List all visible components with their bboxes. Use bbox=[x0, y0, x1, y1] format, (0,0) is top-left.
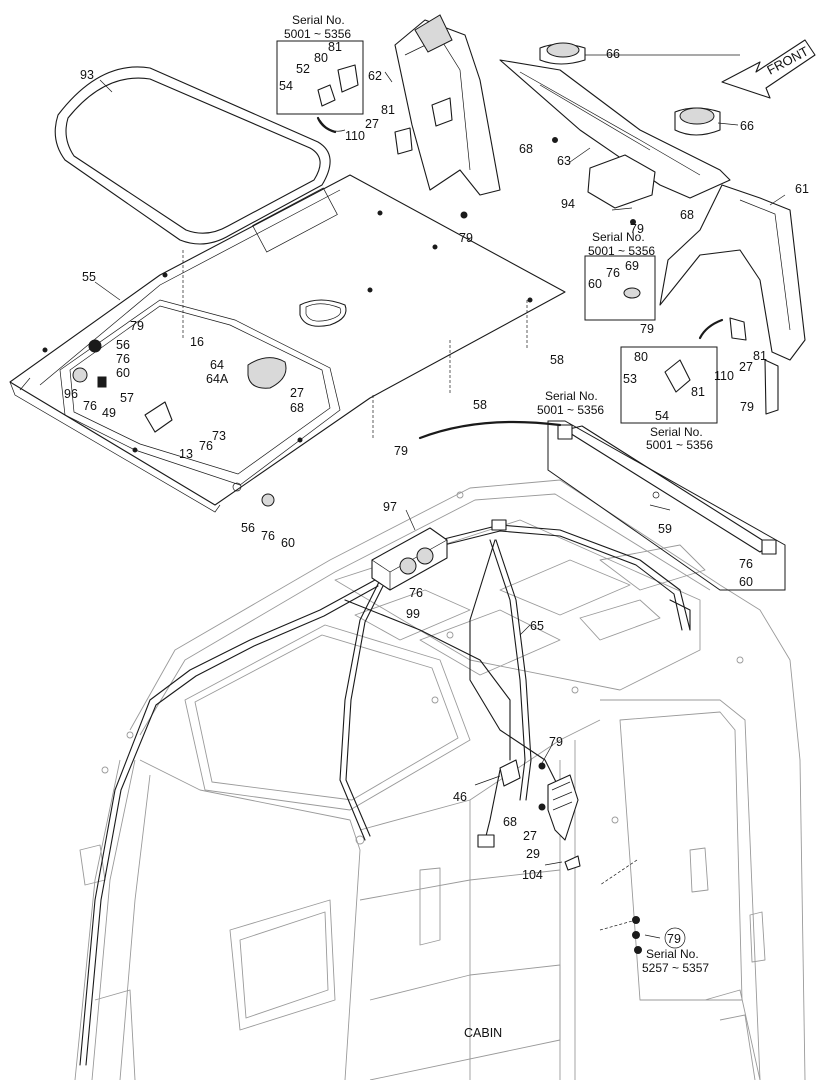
callout-27d: 27 bbox=[523, 829, 537, 843]
callout-81a: 81 bbox=[328, 40, 342, 54]
callout-64a: 64A bbox=[206, 372, 229, 386]
serial-box-b-range: 5001 ~ 5356 bbox=[588, 244, 655, 258]
callout-64: 64 bbox=[210, 358, 224, 372]
callout-13: 13 bbox=[179, 447, 193, 461]
callout-54b: 54 bbox=[655, 409, 669, 423]
callout-63: 63 bbox=[557, 154, 571, 168]
callout-68c: 68 bbox=[680, 208, 694, 222]
callout-79f: 79 bbox=[740, 400, 754, 414]
callout-62: 62 bbox=[368, 69, 382, 83]
serial-box-d-range: 5001 ~ 5356 bbox=[537, 403, 604, 417]
serial-box-d-title: Serial No. bbox=[545, 389, 598, 403]
serial-box-c: Serial No. 5001 ~ 5356 bbox=[620, 346, 718, 452]
cabin-footer-label: CABIN bbox=[464, 1026, 502, 1040]
callout-66a: 66 bbox=[606, 47, 620, 61]
serial-box-a-range: 5001 ~ 5356 bbox=[284, 27, 351, 41]
callout-46: 46 bbox=[453, 790, 467, 804]
callout-97: 97 bbox=[383, 500, 397, 514]
weatherstrip bbox=[54, 66, 331, 245]
serial-box-c-range: 5001 ~ 5356 bbox=[646, 438, 713, 452]
serial-box-a: Serial No. 5001 ~ 5356 bbox=[276, 13, 364, 132]
callout-79b: 79 bbox=[394, 444, 408, 458]
callout-79h: 79 bbox=[667, 932, 681, 946]
callout-79g: 79 bbox=[549, 735, 563, 749]
callout-60c: 60 bbox=[588, 277, 602, 291]
wiring-harness bbox=[79, 519, 691, 1066]
callout-27a: 27 bbox=[290, 386, 304, 400]
callout-110b: 110 bbox=[714, 369, 734, 383]
callout-58a: 58 bbox=[550, 353, 564, 367]
callout-27b: 27 bbox=[365, 117, 379, 131]
callout-80a: 80 bbox=[314, 51, 328, 65]
callout-94: 94 bbox=[561, 197, 575, 211]
callout-76f: 76 bbox=[739, 557, 753, 571]
callout-65: 65 bbox=[530, 619, 544, 633]
callout-56a: 56 bbox=[116, 338, 130, 352]
serial-box-e-title: Serial No. bbox=[646, 947, 699, 961]
callout-68d: 68 bbox=[503, 815, 517, 829]
serial-box-e: Serial No. 5257 ~ 5357 bbox=[642, 947, 709, 975]
callout-54a: 54 bbox=[279, 79, 293, 93]
callout-76d: 76 bbox=[261, 529, 275, 543]
serial-box-a-title: Serial No. bbox=[292, 13, 345, 27]
callout-76a: 76 bbox=[116, 352, 130, 366]
callout-81d: 81 bbox=[753, 349, 767, 363]
callout-68b: 68 bbox=[519, 142, 533, 156]
callout-79e: 79 bbox=[640, 322, 654, 336]
callout-27c: 27 bbox=[739, 360, 753, 374]
cabin-frame bbox=[74, 479, 806, 1080]
serial-box-e-range: 5257 ~ 5357 bbox=[642, 961, 709, 975]
callout-76c: 76 bbox=[199, 439, 213, 453]
callout-66b: 66 bbox=[740, 119, 754, 133]
callout-69: 69 bbox=[625, 259, 639, 273]
callout-80b: 80 bbox=[634, 350, 648, 364]
headliner-panel bbox=[9, 174, 566, 513]
serial-box-c-title: Serial No. bbox=[650, 425, 703, 439]
callout-79c: 79 bbox=[459, 231, 473, 245]
callout-76b: 76 bbox=[83, 399, 97, 413]
callout-53: 53 bbox=[623, 372, 637, 386]
pillar-trim-61 bbox=[659, 184, 806, 415]
callout-59: 59 bbox=[658, 522, 672, 536]
callout-73: 73 bbox=[212, 429, 226, 443]
callout-60d: 60 bbox=[739, 575, 753, 589]
callout-60b: 60 bbox=[281, 536, 295, 550]
callout-58b: 58 bbox=[473, 398, 487, 412]
serial-box-b-title: Serial No. bbox=[592, 230, 645, 244]
callout-60a: 60 bbox=[116, 366, 130, 380]
rail-trim-63 bbox=[499, 42, 731, 225]
callout-16: 16 bbox=[190, 335, 204, 349]
callout-76g: 76 bbox=[409, 586, 423, 600]
callout-57: 57 bbox=[120, 391, 134, 405]
front-arrow-icon: FRONT bbox=[721, 39, 816, 99]
callout-93: 93 bbox=[80, 68, 94, 82]
callout-81b: 81 bbox=[381, 103, 395, 117]
module-97 bbox=[371, 527, 448, 591]
leader-lines bbox=[94, 54, 786, 939]
callout-104: 104 bbox=[522, 868, 543, 882]
callout-110a: 110 bbox=[345, 129, 365, 143]
callout-68a: 68 bbox=[290, 401, 304, 415]
serial-box-b: Serial No. 5001 ~ 5356 bbox=[584, 230, 656, 321]
callout-76e: 76 bbox=[606, 266, 620, 280]
callout-49: 49 bbox=[102, 406, 116, 420]
callout-81c: 81 bbox=[691, 385, 705, 399]
callout-61: 61 bbox=[795, 182, 809, 196]
callout-labels: 93 55 79 16 56 76 60 96 76 49 57 13 73 7… bbox=[64, 40, 809, 1040]
serial-box-d: Serial No. 5001 ~ 5356 bbox=[537, 389, 786, 591]
callout-56b: 56 bbox=[241, 521, 255, 535]
callout-79d: 79 bbox=[630, 222, 644, 236]
callout-55: 55 bbox=[82, 270, 96, 284]
pillar-trim-62 bbox=[394, 14, 501, 219]
callout-52: 52 bbox=[296, 62, 310, 76]
callout-79a: 79 bbox=[130, 319, 144, 333]
callout-99: 99 bbox=[406, 607, 420, 621]
callout-29: 29 bbox=[526, 847, 540, 861]
door-parts bbox=[499, 759, 642, 954]
callout-96: 96 bbox=[64, 387, 78, 401]
